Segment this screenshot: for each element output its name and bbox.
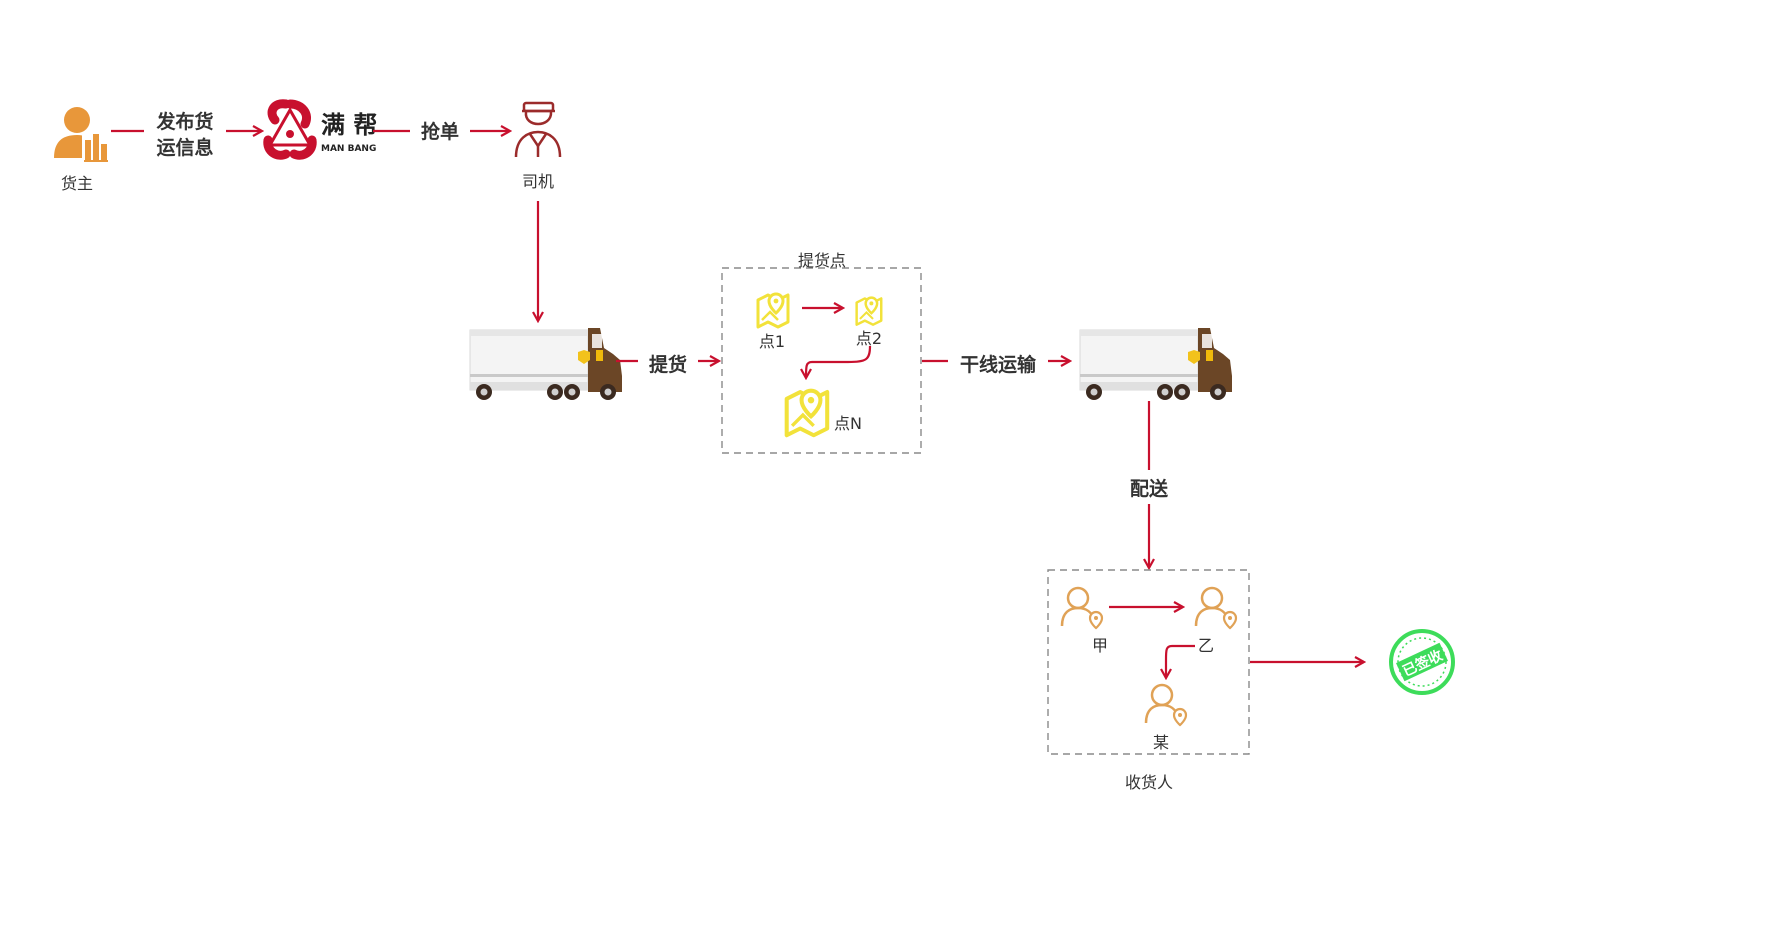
signed-stamp-icon: 已签收 xyxy=(1389,629,1455,695)
arrow-b-to-c xyxy=(1166,644,1195,678)
grab-order-label: 抢单 xyxy=(421,120,459,143)
map-pin-icon xyxy=(756,292,790,329)
point-n-label: 点N xyxy=(834,414,862,433)
person-location-icon xyxy=(1060,586,1104,630)
recipient-c-label: 某 xyxy=(1153,733,1169,752)
pickup-points-box xyxy=(721,267,922,454)
map-pin-icon xyxy=(787,391,828,436)
brand-name-cn: 满 帮 xyxy=(321,111,377,139)
point-1-label: 点1 xyxy=(759,332,785,351)
person-location-icon xyxy=(1194,586,1238,630)
recipients-box xyxy=(1047,569,1250,755)
shipper-person-icon xyxy=(54,107,108,162)
brand-name-en: MAN BANG xyxy=(321,144,376,154)
delivery-label: 配送 xyxy=(1130,477,1169,500)
publish-info-label-line1: 发布货 xyxy=(155,110,213,133)
trunk-transport-label: 干线运输 xyxy=(960,353,1037,376)
publish-info-label-line2: 运信息 xyxy=(156,136,213,159)
arrow-point2-to-pointN xyxy=(806,345,872,378)
person-location-icon xyxy=(1144,683,1188,727)
recipients-title: 收货人 xyxy=(1125,773,1173,792)
shipper-label: 货主 xyxy=(61,174,93,193)
recipient-a-label: 甲 xyxy=(1092,636,1108,655)
driver-icon xyxy=(514,101,562,158)
recipient-b-label: 乙 xyxy=(1198,636,1214,655)
map-pin-icon xyxy=(855,296,883,326)
pickup-points-title: 提货点 xyxy=(798,251,846,270)
trunk-truck-icon xyxy=(1079,327,1233,401)
pickup-truck-icon xyxy=(469,327,623,401)
pickup-action-label: 提货 xyxy=(649,353,687,376)
driver-label: 司机 xyxy=(522,172,554,191)
manbang-logo-icon xyxy=(263,99,317,160)
point-2-label: 点2 xyxy=(856,329,882,348)
